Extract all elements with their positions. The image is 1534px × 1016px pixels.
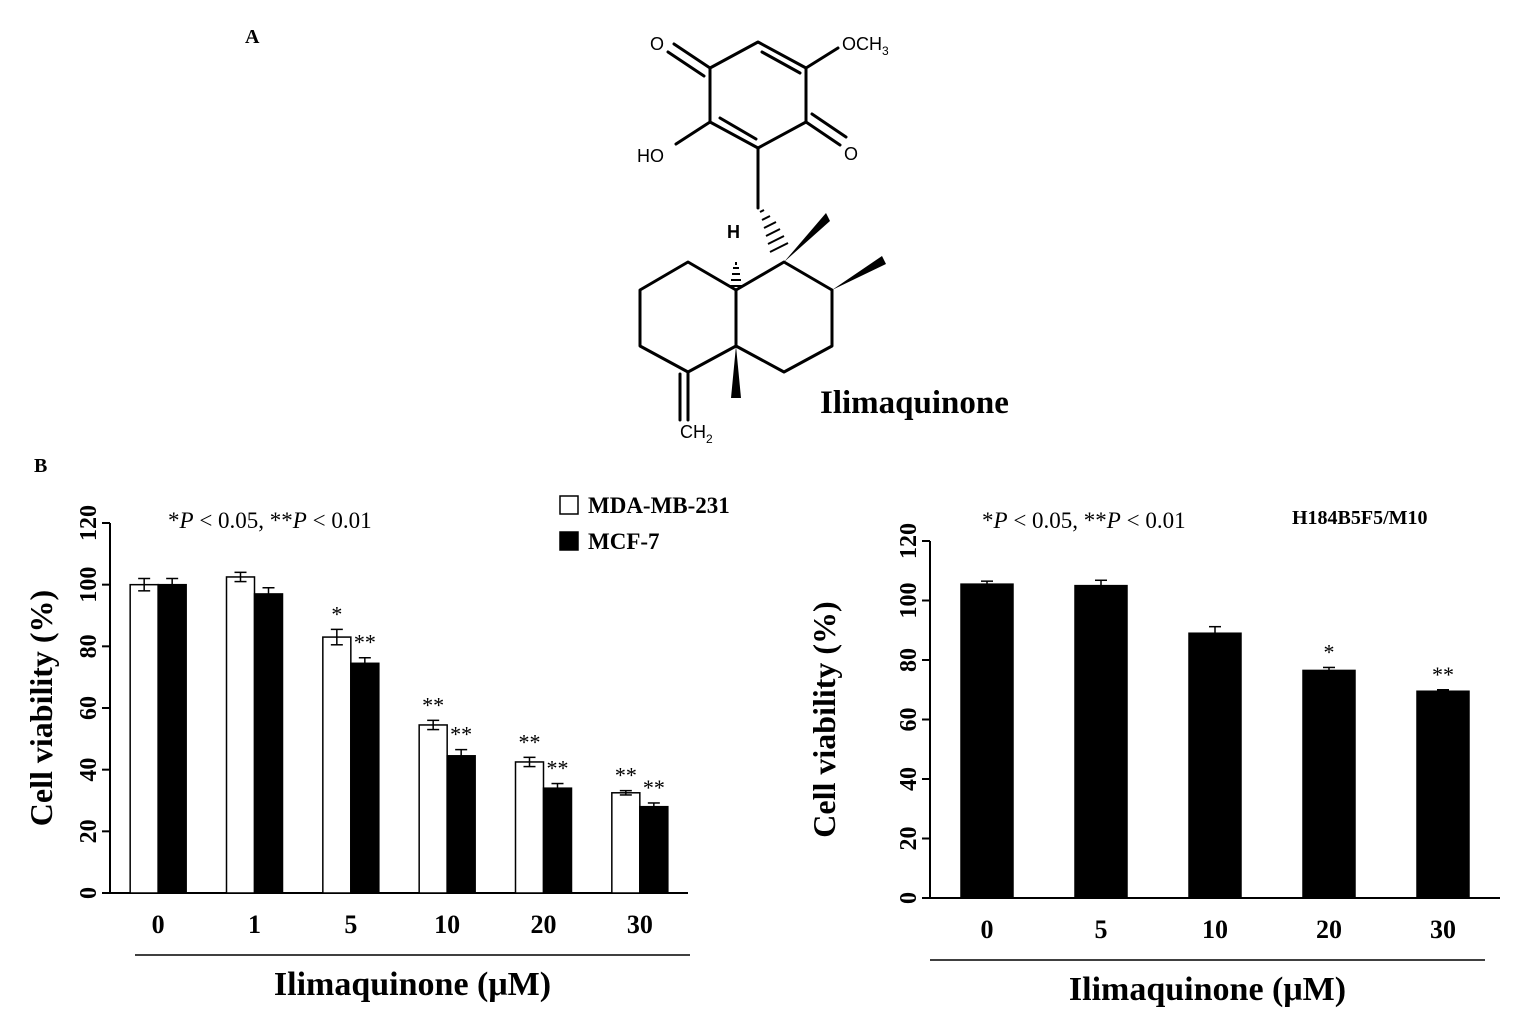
carbonyl-right: [804, 120, 842, 147]
carbonyl-top-2: [666, 50, 706, 78]
x-axis-label: Ilimaquinone (μM): [274, 966, 551, 1003]
x-tick-label: 30: [627, 910, 653, 939]
x-tick-label: 10: [434, 910, 460, 939]
molecule-name: Ilimaquinone: [820, 385, 1009, 421]
x-tick-label: 0: [152, 910, 165, 939]
decalin-left-ring: [638, 260, 738, 374]
y-tick-label: 80: [76, 634, 102, 658]
significance-marker: **: [519, 729, 541, 754]
y-tick-label: 100: [76, 567, 102, 603]
wedge-methyl-3: [731, 346, 741, 398]
x-tick-label: 20: [1316, 915, 1342, 944]
bar: [253, 593, 284, 894]
atom-och3: OCH3: [842, 34, 889, 58]
bond-och3: [804, 46, 840, 70]
bar: [157, 583, 187, 894]
bar: [418, 724, 448, 894]
significance-marker: **: [615, 763, 637, 788]
bar: [129, 583, 159, 894]
significance-marker: *: [331, 601, 342, 626]
significance-marker: **: [450, 722, 472, 747]
x-tick-label: 30: [1430, 915, 1456, 944]
y-tick-label: 60: [896, 708, 922, 732]
ring-double-bond-bottom: [718, 116, 758, 141]
ring-double-bond-top: [760, 50, 802, 75]
panel-label-a: A: [245, 26, 260, 48]
y-tick-label: 120: [76, 505, 102, 541]
significance-marker: **: [422, 692, 444, 717]
bar: [960, 583, 1014, 899]
x-tick-label: 20: [531, 910, 557, 939]
x-axis-label: Ilimaquinone (μM): [1069, 971, 1346, 1008]
bar: [542, 787, 573, 894]
significance-marker: **: [354, 630, 376, 655]
y-tick-label: 20: [896, 827, 922, 851]
panel-label-b: B: [34, 455, 48, 477]
chart-title: H184B5F5/M10: [1292, 507, 1428, 529]
legend-swatch: [559, 495, 579, 515]
x-tick-label: 5: [344, 910, 357, 939]
bar: [446, 755, 476, 894]
atom-o-right: O: [844, 144, 858, 164]
significance-marker: **: [1432, 662, 1454, 687]
quinone-ring: [708, 40, 808, 150]
y-tick-label: 20: [76, 819, 102, 843]
y-tick-label: 0: [76, 887, 102, 899]
x-tick-label: 10: [1202, 915, 1228, 944]
bar: [1188, 632, 1242, 899]
legend-swatch: [559, 531, 579, 551]
legend-label: MDA-MB-231: [588, 493, 730, 518]
atom-h: H: [727, 222, 740, 242]
y-tick-label: 40: [76, 758, 102, 782]
y-tick-label: 120: [896, 523, 922, 559]
atom-o-top: O: [650, 34, 664, 54]
significance-marker: **: [547, 756, 569, 781]
carbonyl-top: [672, 42, 712, 70]
legend-label: MCF-7: [588, 529, 660, 554]
bar: [225, 576, 256, 894]
bar: [322, 636, 352, 894]
bar: [514, 761, 545, 894]
y-tick-label: 80: [896, 648, 922, 672]
atom-ch2: CH2: [680, 422, 713, 446]
ilimaquinone-structure: O OCH3 HO O H CH2 Ilimaquinone: [637, 34, 1009, 446]
bar: [1416, 690, 1470, 899]
y-tick-label: 0: [896, 892, 922, 904]
carbonyl-right-2: [810, 112, 848, 139]
bar: [611, 792, 641, 894]
bar: [1302, 669, 1356, 899]
decalin-right-ring: [734, 260, 834, 374]
x-tick-label: 1: [248, 910, 261, 939]
significance-marker: **: [643, 775, 665, 800]
significance-note: *P < 0.05, **P < 0.01: [982, 508, 1186, 533]
bar: [639, 805, 669, 894]
bar: [350, 662, 380, 894]
y-axis-label: Cell viability (%): [806, 601, 842, 837]
significance-marker: *: [1324, 639, 1335, 664]
bond-ho: [674, 120, 712, 146]
y-tick-label: 40: [896, 767, 922, 791]
y-tick-label: 100: [896, 583, 922, 619]
x-tick-label: 0: [981, 915, 994, 944]
atom-ho: HO: [637, 146, 664, 166]
wedge-methyl-2: [832, 256, 886, 290]
bar: [1074, 584, 1128, 899]
wedge-methyl-1: [784, 213, 830, 262]
significance-note: *P < 0.05, **P < 0.01: [168, 508, 372, 533]
y-axis-label: Cell viability (%): [23, 590, 59, 826]
y-tick-label: 60: [76, 696, 102, 720]
x-tick-label: 5: [1095, 915, 1108, 944]
